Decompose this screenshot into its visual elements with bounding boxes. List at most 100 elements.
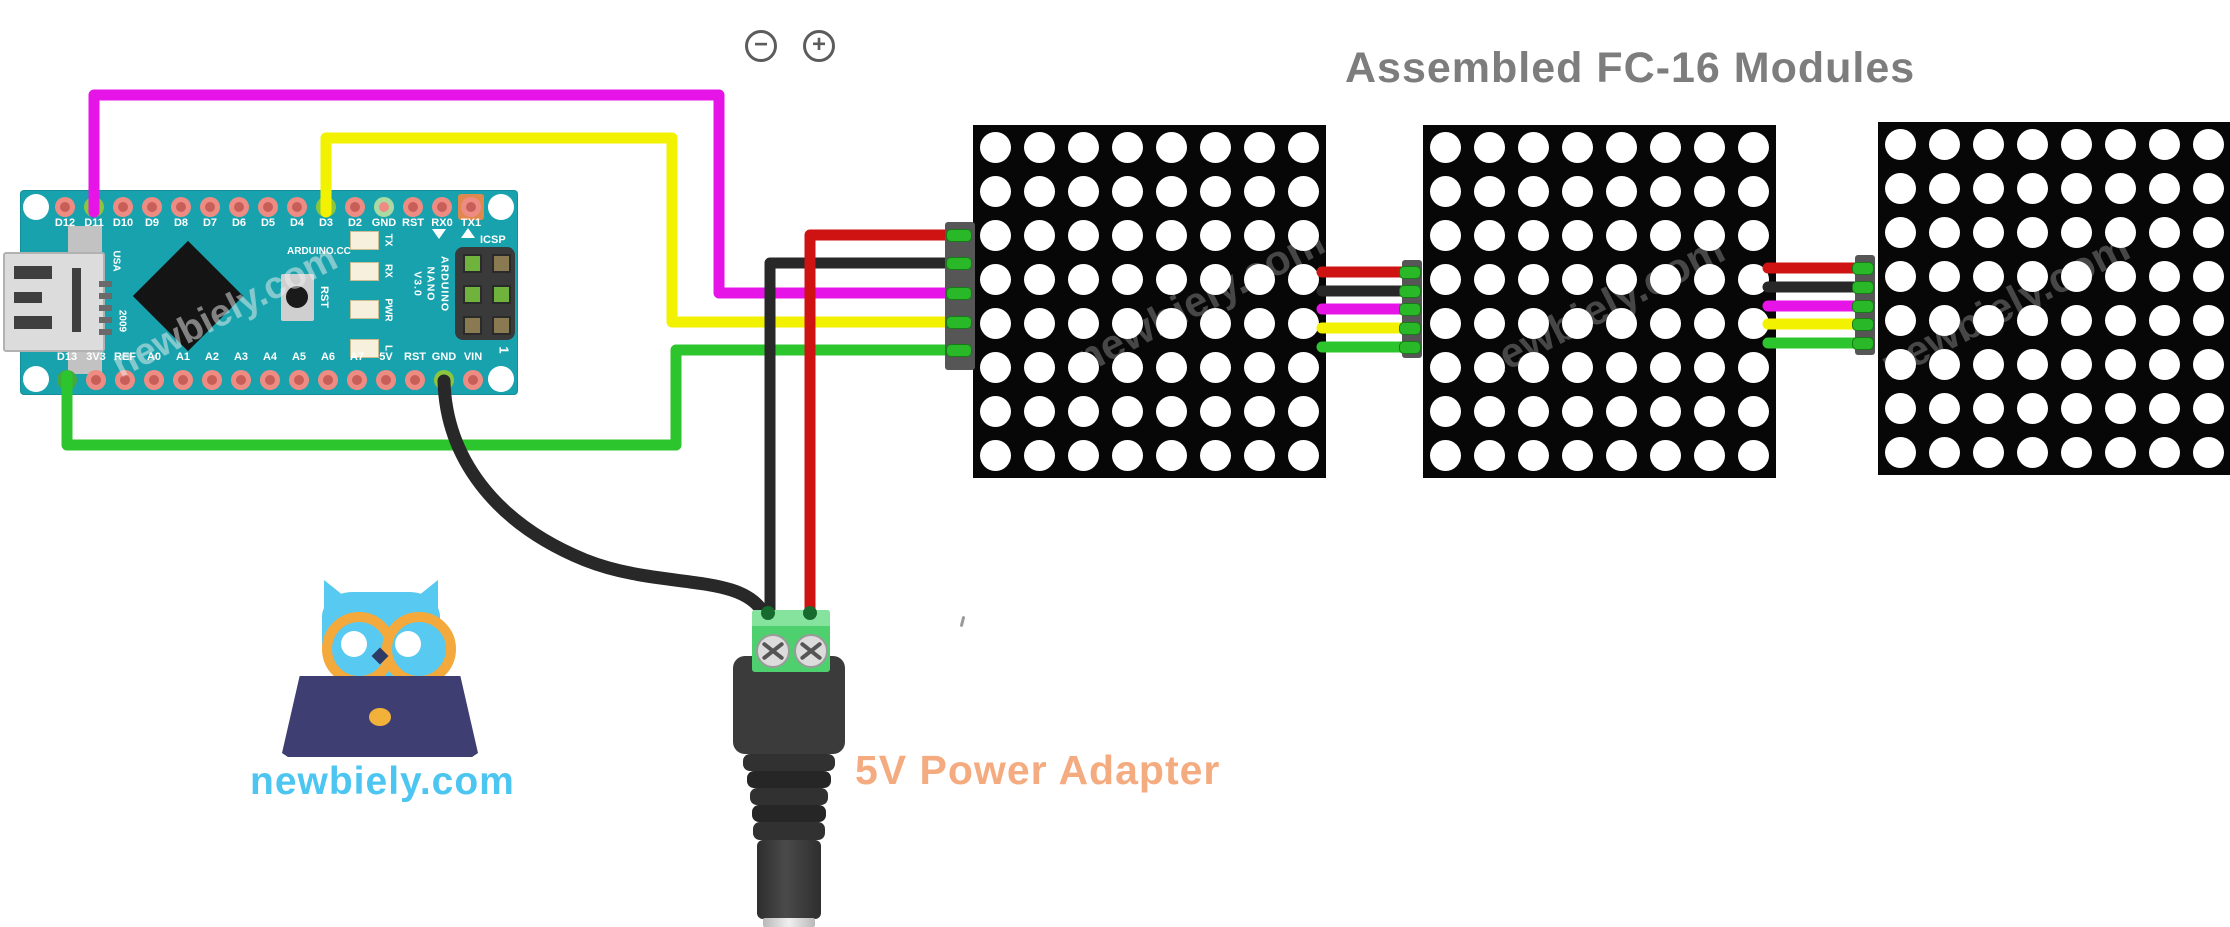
pin-a7 xyxy=(347,370,367,390)
connector-pin xyxy=(946,257,972,270)
led-dot xyxy=(980,396,1011,427)
led-dot xyxy=(1518,132,1549,163)
tx1-arrow-icon xyxy=(461,228,475,238)
led-dot xyxy=(1474,220,1505,251)
pin-label-vin: VIN xyxy=(463,351,483,363)
tx-led-label: TX xyxy=(382,233,394,247)
icsp-pin xyxy=(492,285,511,304)
led-dot xyxy=(1068,352,1099,383)
pin-a5 xyxy=(289,370,309,390)
led-dot xyxy=(2104,305,2136,336)
gnd-black-wire xyxy=(437,374,771,621)
led-dot xyxy=(1430,264,1461,295)
led-dot xyxy=(2104,261,2136,292)
led-dot xyxy=(2060,305,2092,336)
led-matrix-module-2 xyxy=(1423,125,1776,478)
led-dot xyxy=(2060,393,2092,424)
connector-pin xyxy=(1852,337,1874,350)
led-dot xyxy=(1606,264,1637,295)
led-dot xyxy=(1884,349,1916,380)
led-dot xyxy=(1112,308,1143,339)
pin-ref xyxy=(115,370,135,390)
led-dot xyxy=(2192,437,2224,468)
led-dot xyxy=(1156,264,1187,295)
led-dot xyxy=(1112,220,1143,251)
pin-a1 xyxy=(173,370,193,390)
terminal-entry-plus xyxy=(803,606,817,620)
led-dot xyxy=(1972,305,2004,336)
led-dot xyxy=(1068,132,1099,163)
led-dot xyxy=(1562,440,1593,471)
pin-label-a6: A6 xyxy=(320,351,336,363)
connector-pin xyxy=(1399,266,1421,279)
led-dot xyxy=(2148,217,2180,248)
led-dot xyxy=(1430,220,1461,251)
connector-pin xyxy=(1399,303,1421,316)
led-dot xyxy=(2104,437,2136,468)
led-dot xyxy=(1928,305,1960,336)
led-dot xyxy=(1200,220,1231,251)
pin-d8 xyxy=(171,197,191,217)
pin-d12 xyxy=(55,197,75,217)
led-dot xyxy=(2192,393,2224,424)
led-dot xyxy=(1606,396,1637,427)
pin-vin xyxy=(463,370,483,390)
pin-one-label: 1 xyxy=(496,346,512,354)
pin-label-ref: REF xyxy=(114,351,136,363)
pin-d5 xyxy=(258,197,278,217)
pin-label-d3: D3 xyxy=(318,217,334,229)
pin-label-a1: A1 xyxy=(175,351,191,363)
connector-pin xyxy=(1399,322,1421,335)
brand-line: V3.0 xyxy=(411,271,424,297)
brand-line: NANO xyxy=(424,266,437,302)
led-dot xyxy=(1738,176,1769,207)
connector-pin xyxy=(1399,285,1421,298)
led-dot xyxy=(1244,440,1275,471)
led-dot xyxy=(1738,220,1769,251)
usb-detail xyxy=(14,292,42,303)
led-dot xyxy=(1288,308,1319,339)
led-dot xyxy=(1928,173,1960,204)
led-dot xyxy=(1112,264,1143,295)
dot-grid xyxy=(973,125,1326,478)
led-dot xyxy=(980,264,1011,295)
arduino-cc-text: ARDUINO.CC xyxy=(287,246,351,257)
pin-label-d12: D12 xyxy=(54,217,76,229)
pin-rst xyxy=(405,370,425,390)
pin-label-5v: 5V xyxy=(379,351,393,363)
led-dot xyxy=(2016,217,2048,248)
led-dot xyxy=(1474,396,1505,427)
reset-label: RST xyxy=(318,286,330,308)
led-dot xyxy=(1928,437,1960,468)
mount-hole xyxy=(23,194,49,220)
mount-hole xyxy=(488,366,514,392)
led-dot xyxy=(1606,440,1637,471)
led-dot xyxy=(1430,352,1461,383)
adapter-barrel xyxy=(733,656,845,754)
led-dot xyxy=(980,176,1011,207)
led-dot xyxy=(1200,440,1231,471)
led-dot xyxy=(1156,176,1187,207)
led-dot xyxy=(1024,264,1055,295)
led-dot xyxy=(980,308,1011,339)
pin-label-3v3: 3V3 xyxy=(86,351,106,363)
led-dot xyxy=(1430,440,1461,471)
led-dot xyxy=(1474,132,1505,163)
led-dot xyxy=(1606,176,1637,207)
led-dot xyxy=(1972,173,2004,204)
pin-label-d6: D6 xyxy=(231,217,247,229)
led-dot xyxy=(1606,220,1637,251)
led-dot xyxy=(1650,220,1681,251)
led-dot xyxy=(1244,176,1275,207)
led-dot xyxy=(2016,173,2048,204)
terminal-screw xyxy=(794,634,828,668)
led-dot xyxy=(1972,217,2004,248)
led-dot xyxy=(1928,261,1960,292)
led-dot xyxy=(2104,349,2136,380)
led-dot xyxy=(1200,308,1231,339)
led-dot xyxy=(2060,173,2092,204)
led-dot xyxy=(1024,440,1055,471)
owl-eye xyxy=(395,631,421,657)
led-dot xyxy=(1024,396,1055,427)
led-dot xyxy=(1024,220,1055,251)
